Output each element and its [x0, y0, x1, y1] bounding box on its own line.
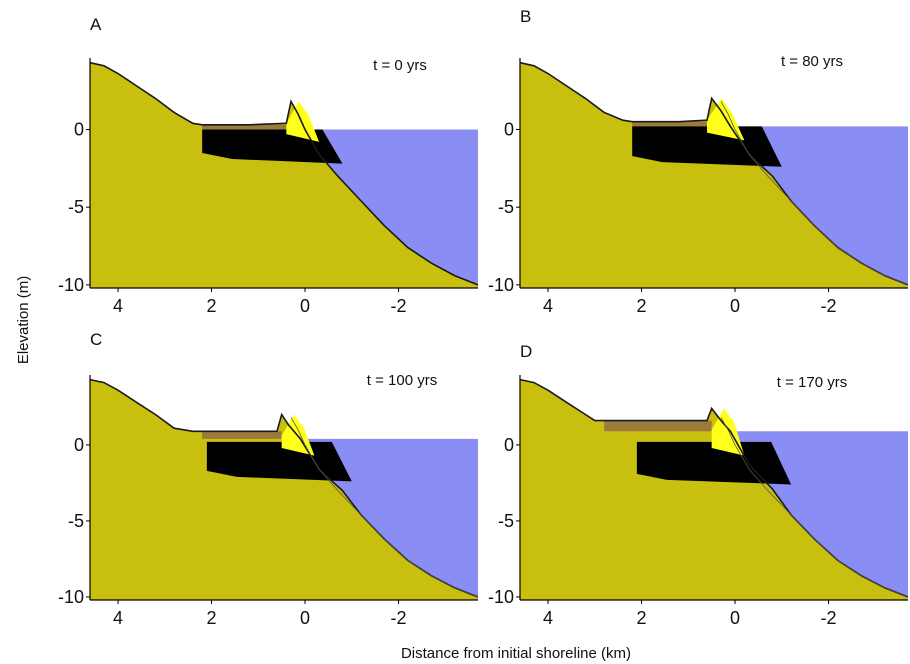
peat-layer [202, 124, 287, 130]
x-tick-label: 0 [300, 296, 310, 316]
y-tick-label: -5 [68, 511, 84, 531]
x-tick-label: 0 [730, 296, 740, 316]
x-tick-label: -2 [391, 608, 407, 628]
x-tick-label: 4 [543, 296, 553, 316]
x-tick-label: 4 [543, 608, 553, 628]
initial-profile-line [290, 417, 478, 598]
marsh-layer [632, 126, 782, 167]
substrate-area [90, 62, 478, 288]
time-label: t = 80 yrs [781, 53, 843, 70]
panel-c: 4 2 0 -2 0 -5 -10 Ct = 100 yrs [58, 330, 478, 628]
y-tick-label: 0 [74, 119, 84, 139]
x-tick-label: 2 [637, 296, 647, 316]
peat-layer [202, 431, 282, 439]
y-tick-label: 0 [74, 435, 84, 455]
panel-d: 4 2 0 -2 0 -5 -10 Dt = 170 yrs [488, 342, 908, 628]
initial-profile-line [720, 101, 908, 286]
time-label: t = 0 yrs [373, 57, 427, 74]
x-tick-label: 2 [207, 296, 217, 316]
x-tick-label: 2 [207, 608, 217, 628]
panel-b: 4 2 0 -2 0 -5 -10 Bt = 80 yrs [488, 7, 908, 316]
marsh-layer [206, 441, 352, 482]
dune-layer [286, 101, 320, 142]
x-tick-label: -2 [821, 296, 837, 316]
y-tick-label: -10 [58, 275, 84, 295]
panel-letter: A [90, 15, 102, 34]
peat-layer [632, 121, 712, 127]
substrate-area [520, 379, 908, 600]
y-tick-label: -5 [68, 197, 84, 217]
y-tick-label: -10 [488, 587, 514, 607]
panels: 4 2 0 -2 0 -5 -10 At = 0 yrs 4 2 0 -2 0 -5 -10 Bt = 80 … [58, 7, 908, 628]
peat-layer [604, 420, 712, 432]
y-tick-label: -5 [498, 511, 514, 531]
panel-letter: B [520, 7, 531, 26]
panel-letter: C [90, 330, 102, 349]
x-tick-label: 4 [113, 608, 123, 628]
x-tick-label: -2 [391, 296, 407, 316]
panel-a: 4 2 0 -2 0 -5 -10 At = 0 yrs [58, 15, 478, 316]
surface-profile-line [90, 61, 478, 286]
y-tick-label: -10 [58, 587, 84, 607]
y-tick-label: 0 [504, 435, 514, 455]
y-tick-label: 0 [504, 119, 514, 139]
panel-letter: D [520, 342, 532, 361]
x-tick-label: 0 [730, 608, 740, 628]
substrate-area [520, 62, 908, 288]
x-tick-label: 0 [300, 608, 310, 628]
initial-profile-line [720, 417, 908, 598]
y-tick-label: -5 [498, 197, 514, 217]
x-tick-label: 4 [113, 296, 123, 316]
y-axis-title: Elevation (m) [15, 276, 32, 364]
x-tick-label: -2 [821, 608, 837, 628]
x-axis-title: Distance from initial shoreline (km) [401, 645, 631, 662]
time-label: t = 170 yrs [777, 374, 847, 391]
y-tick-label: -10 [488, 275, 514, 295]
substrate-area [90, 379, 478, 600]
x-tick-label: 2 [637, 608, 647, 628]
time-label: t = 100 yrs [367, 372, 437, 389]
